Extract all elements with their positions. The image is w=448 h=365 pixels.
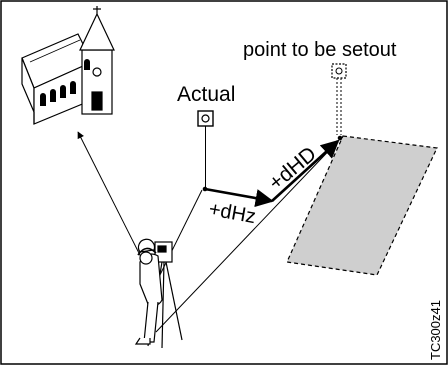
sight-line-target xyxy=(155,138,341,333)
dHD-vector xyxy=(271,139,340,202)
actual-prism-icon xyxy=(197,110,214,192)
setout-area xyxy=(286,135,438,276)
sight-line-actual xyxy=(154,189,203,286)
church-icon xyxy=(21,6,115,125)
target-prism-icon xyxy=(331,63,347,141)
actual-point-label: Actual xyxy=(177,83,235,106)
sight-line-church xyxy=(77,131,151,276)
figure-code-label: TC300z41 xyxy=(428,300,443,360)
target-point-label: point to be setout xyxy=(243,39,397,61)
dHz-vector xyxy=(204,187,274,208)
dHz-label: +dHz xyxy=(207,198,257,228)
surveyor-icon xyxy=(134,238,183,349)
